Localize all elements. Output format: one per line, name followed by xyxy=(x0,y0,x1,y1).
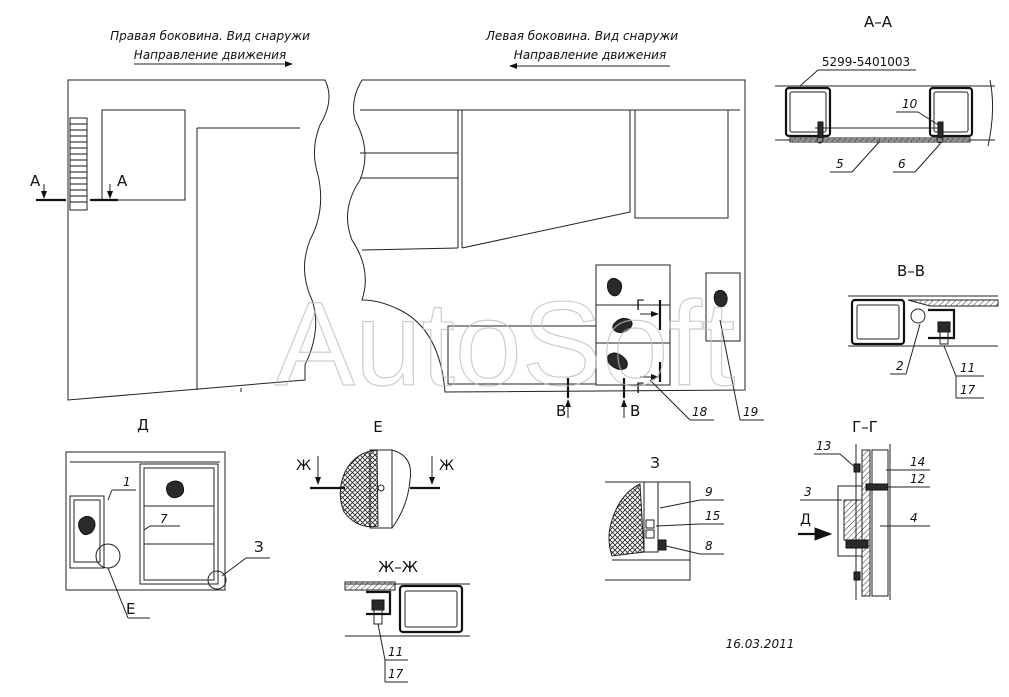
section-a-a: А–А 5299-5401003 10 5 6 xyxy=(775,13,995,173)
section-a-left-label: А xyxy=(30,172,41,190)
louver-grille xyxy=(69,117,88,211)
part-number: 5299-5401003 xyxy=(822,55,910,69)
callout-17-bb: 17 xyxy=(960,383,976,397)
callout-9: 9 xyxy=(705,485,713,499)
left-side-title: Левая боковина. Вид снаружи xyxy=(485,29,678,43)
right-side-title: Правая боковина. Вид снаружи xyxy=(110,29,310,43)
section-g-bottom-label: Г xyxy=(636,381,645,397)
drawing-date: 16.03.2011 xyxy=(726,637,795,651)
callout-10: 10 xyxy=(902,97,918,111)
view-d-title: Д xyxy=(137,416,149,434)
section-g-top-label: Г xyxy=(636,298,645,314)
section-v-right-label: В xyxy=(630,402,640,420)
section-zh-zh-title: Ж–Ж xyxy=(378,558,418,576)
view-d: Д 1 7 Е З xyxy=(65,416,270,619)
callout-12: 12 xyxy=(910,472,925,486)
section-g-g: Г–Г 13 14 12 3 4 Д xyxy=(798,418,930,600)
callout-8: 8 xyxy=(705,539,713,553)
callout-14: 14 xyxy=(910,455,925,469)
callout-19: 19 xyxy=(743,405,758,419)
section-zh-zh: Ж–Ж 11 17 xyxy=(344,558,470,683)
callout-2-bb: 2 xyxy=(896,359,904,373)
section-v-left-label: В xyxy=(556,402,566,420)
section-a-a-title: А–А xyxy=(864,13,893,31)
callout-1: 1 xyxy=(123,475,131,489)
right-sidewall-view: А А xyxy=(30,79,330,401)
section-b-b-title: В–В xyxy=(897,262,925,280)
section-zh-left-label: Ж xyxy=(296,458,311,474)
watermark-text: AutoSoft xyxy=(275,277,735,411)
callout-11-zh: 11 xyxy=(388,645,403,659)
callout-5: 5 xyxy=(836,157,844,171)
view-e-ref: Е xyxy=(126,600,135,618)
section-g-g-title: Г–Г xyxy=(852,418,878,436)
callout-11-bb: 11 xyxy=(960,361,975,375)
left-sidewall-view: В В Г Г 18 19 xyxy=(240,79,764,421)
callout-17-zh: 17 xyxy=(388,667,404,681)
view-z-ref: З xyxy=(254,538,264,556)
callout-4: 4 xyxy=(910,511,918,525)
view-e: Е Ж Ж xyxy=(296,418,454,529)
callout-7: 7 xyxy=(160,512,168,526)
right-side-direction: Направление движения xyxy=(134,48,286,62)
callout-15: 15 xyxy=(705,509,720,523)
callout-3: 3 xyxy=(804,485,812,499)
callout-6: 6 xyxy=(898,157,906,171)
view-e-title: Е xyxy=(373,418,382,436)
section-zh-right-label: Ж xyxy=(439,458,454,474)
section-a-right-label: А xyxy=(117,172,128,190)
view-z-title: З xyxy=(650,454,660,472)
view-z: З 9 15 8 xyxy=(605,454,724,581)
callout-18: 18 xyxy=(692,405,708,419)
left-side-direction: Направление движения xyxy=(514,48,666,62)
section-b-b: В–В 2 11 17 xyxy=(848,262,999,399)
callout-13: 13 xyxy=(816,439,831,453)
view-d-ref: Д xyxy=(800,512,811,528)
